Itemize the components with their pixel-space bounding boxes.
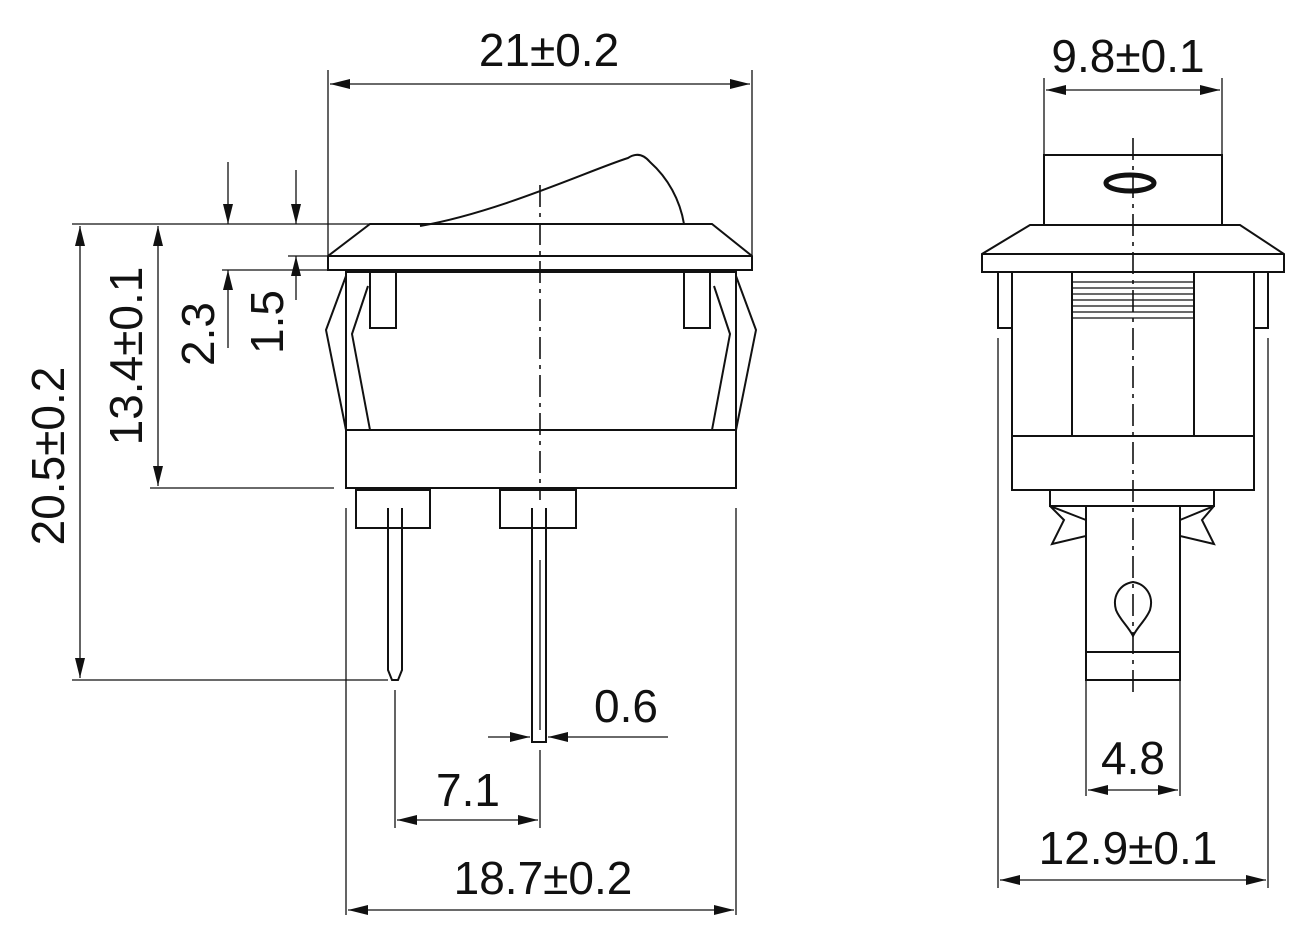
terminal-base-left [355, 489, 431, 529]
dim-total-height: 20.5±0.2 [22, 367, 74, 546]
pin-left [387, 508, 403, 681]
front-view [324, 153, 758, 743]
dim-rocker-width: 9.8±0.1 [1051, 30, 1204, 82]
side-dimensions: 9.8±0.1 4.8 12.9±0.1 [997, 30, 1269, 888]
dim-body-depth: 12.9±0.1 [1039, 822, 1218, 874]
side-view [981, 138, 1285, 695]
dim-flange-thickness: 1.5 [241, 290, 293, 354]
dim-terminal-width: 4.8 [1101, 732, 1165, 784]
dim-rocker-height: 2.3 [172, 302, 224, 366]
dim-pin-thickness: 0.6 [594, 680, 658, 732]
right-snap-clip [710, 275, 758, 431]
front-dimensions: 21±0.2 18.7±0.2 7.1 0.6 20.5±0.2 13.4±0.… [22, 24, 753, 915]
dim-body-width: 18.7±0.2 [454, 852, 633, 904]
pin-right [531, 508, 547, 743]
dim-overall-width: 21±0.2 [479, 24, 619, 76]
side-indicator-slot [1103, 172, 1157, 194]
terminal-base-right [499, 489, 577, 529]
dim-body-height: 13.4±0.1 [100, 267, 152, 446]
left-snap-clip [324, 275, 372, 431]
rocker-actuator [419, 153, 685, 227]
dim-pin-spacing: 7.1 [436, 764, 500, 816]
switch-body [345, 271, 737, 489]
